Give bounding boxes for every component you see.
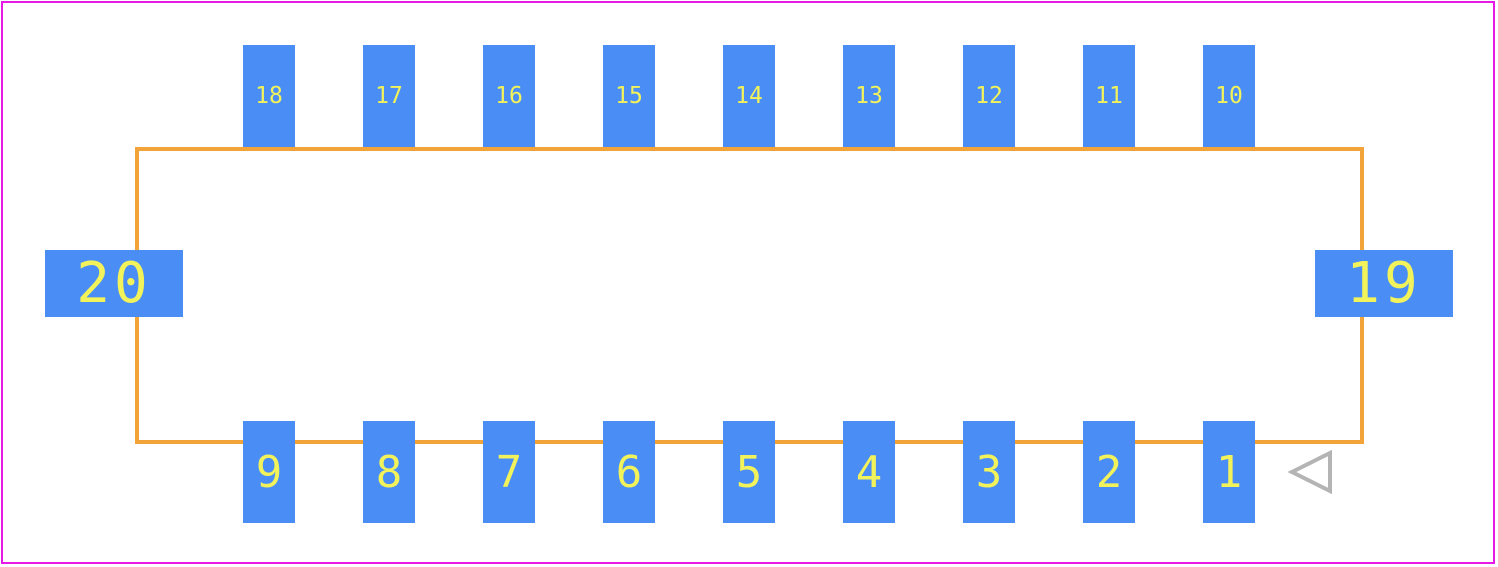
pad-20[interactable]: 20 xyxy=(45,250,183,317)
pad-13[interactable]: 13 xyxy=(843,45,895,147)
pad-9[interactable]: 9 xyxy=(243,421,295,523)
pad-18[interactable]: 18 xyxy=(243,45,295,147)
pad-10[interactable]: 10 xyxy=(1203,45,1255,147)
pad-8[interactable]: 8 xyxy=(363,421,415,523)
component-body-outline xyxy=(135,147,1364,444)
pad-2[interactable]: 2 xyxy=(1083,421,1135,523)
pad-14[interactable]: 14 xyxy=(723,45,775,147)
pad-16[interactable]: 16 xyxy=(483,45,535,147)
pad-4[interactable]: 4 xyxy=(843,421,895,523)
pad-1[interactable]: 1 xyxy=(1203,421,1255,523)
pad-12[interactable]: 12 xyxy=(963,45,1015,147)
pad-15[interactable]: 15 xyxy=(603,45,655,147)
pad-17[interactable]: 17 xyxy=(363,45,415,147)
pad-7[interactable]: 7 xyxy=(483,421,535,523)
pad-5[interactable]: 5 xyxy=(723,421,775,523)
pad-11[interactable]: 11 xyxy=(1083,45,1135,147)
pad-19[interactable]: 19 xyxy=(1315,250,1453,317)
pad-3[interactable]: 3 xyxy=(963,421,1015,523)
pin1-triangle-icon xyxy=(1288,449,1332,495)
pad-6[interactable]: 6 xyxy=(603,421,655,523)
